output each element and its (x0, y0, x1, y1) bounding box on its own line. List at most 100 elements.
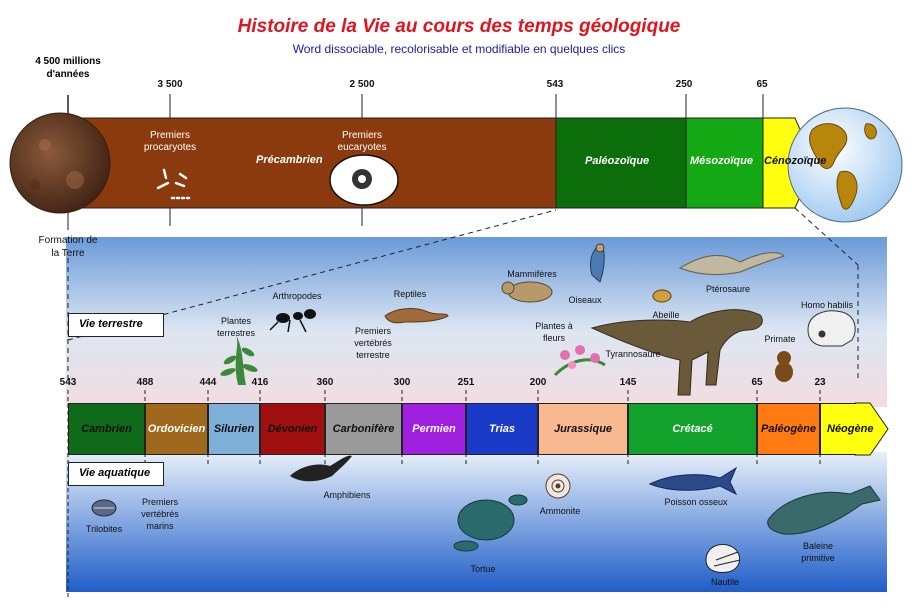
tick-543: 543 (59, 377, 77, 388)
precambrien-bar (67, 117, 557, 209)
tick-251: 251 (457, 377, 475, 388)
amphibian-icon (290, 455, 352, 482)
eucaryotes-line1: Premiers (341, 130, 382, 141)
label-oiseaux: Oiseaux (568, 295, 602, 305)
eucaryotes-line2: eucaryotes (337, 142, 387, 153)
label-tortue: Tortue (470, 564, 496, 574)
early-earth-icon (9, 112, 111, 214)
start-age-line2: d'années (46, 69, 90, 80)
formation-line1: Formation de (38, 235, 98, 246)
period-neogene: Néogène (820, 403, 873, 455)
tick-416: 416 (251, 377, 269, 388)
pterosaur-icon (678, 252, 785, 276)
label-trilobites: Trilobites (85, 524, 123, 534)
label-arthropodes: Arthropodes (272, 291, 322, 301)
era-paleozoique: Paléozoïque (585, 155, 650, 167)
period-cretace: Crétacé (628, 403, 757, 455)
procaryotes-line2: procaryotes (143, 142, 197, 153)
label-pterosaure: Ptérosaure (705, 284, 751, 294)
ammonite-icon (545, 473, 571, 499)
whale-icon (767, 485, 881, 535)
label-baleine: Baleine primitive (790, 540, 846, 564)
procaryotes-icon (156, 168, 194, 200)
mammal-icon (501, 281, 553, 303)
tick-444: 444 (199, 377, 217, 388)
vertebres-marins-line2: vertébrés (141, 509, 179, 519)
tyrannosaurus-icon (590, 309, 763, 396)
vertebres-terrestre-line2: vertébrés (354, 338, 392, 348)
tick-200: 200 (529, 377, 547, 388)
label-plantes-fleurs: Plantes à fleurs (526, 320, 582, 344)
lizard-icon (384, 308, 449, 324)
top-tick-2500: 2 500 (349, 79, 375, 90)
label-vertebres-marins: Premiers vertébrés marins (132, 496, 188, 532)
paleozoique-bar (555, 117, 687, 209)
period-paleogene: Paléogène (757, 403, 820, 455)
primate-icon (775, 351, 793, 382)
skull-icon (807, 310, 856, 347)
period-ordovicien: Ordovicien (145, 403, 208, 455)
era-precambrien: Précambrien (256, 154, 323, 166)
period-cambrien: Cambrien (68, 403, 145, 455)
trilobite-icon (91, 499, 117, 517)
nautilus-icon (705, 544, 741, 573)
vertebres-marins-line3: marins (146, 521, 174, 531)
top-tick-65: 65 (756, 79, 768, 90)
label-nautile: Nautile (710, 577, 739, 587)
formation-line2: la Terre (51, 248, 85, 259)
label-abeille: Abeille (652, 310, 680, 320)
label-amphibiens: Amphibiens (323, 490, 371, 500)
tick-145: 145 (619, 377, 637, 388)
box-vie-aquatique: Vie aquatique (68, 462, 164, 486)
page-subtitle: Word dissociable, recolorisable et modif… (292, 42, 626, 56)
ant-icon (269, 309, 316, 333)
plantes-fleurs-line2: fleurs (542, 333, 565, 343)
start-age-line1: 4 500 millions (35, 56, 101, 67)
tick-23: 23 (814, 377, 826, 388)
label-vertebres-terrestre: Premiers vertébrés terrestre (340, 325, 406, 361)
period-permien: Permien (402, 403, 466, 455)
start-age-label: 4 500 millions d'années (20, 55, 116, 81)
top-tick-3500: 3 500 (157, 79, 183, 90)
plantes-terrestres-line1: Plantes (220, 316, 252, 326)
turtle-icon (453, 494, 528, 552)
fish-icon (648, 466, 738, 496)
box-vie-terrestre: Vie terrestre (68, 313, 164, 337)
label-homo-habilis: Homo habilis (800, 300, 854, 310)
procaryotes-line1: Premiers (149, 130, 190, 141)
era-mesozoique: Mésozoïque (690, 155, 753, 167)
label-tyrannosaure: Tyrannosaure (605, 349, 661, 359)
bee-icon (652, 289, 672, 303)
flowers-icon (553, 345, 606, 377)
plantes-fleurs-line1: Plantes à (535, 321, 573, 331)
bird-icon (589, 243, 605, 283)
label-eucaryotes: Premiers eucaryotes (322, 130, 402, 154)
baleine-line1: Baleine (802, 541, 834, 551)
label-reptiles: Reptiles (393, 289, 427, 299)
period-carbonifere: Carbonifère (325, 403, 402, 455)
period-trias: Trias (466, 403, 538, 455)
label-poisson-osseux: Poisson osseux (664, 497, 728, 507)
tick-488: 488 (136, 377, 154, 388)
label-mammiferes: Mammifères (507, 269, 557, 279)
label-plantes-terrestres: Plantes terrestres (210, 315, 262, 339)
top-tick-543: 543 (546, 79, 564, 90)
label-ammonite: Ammonite (539, 506, 581, 516)
page-title: Histoire de la Vie au cours des temps gé… (237, 16, 681, 37)
tick-360: 360 (316, 377, 334, 388)
label-procaryotes: Premiers procaryotes (130, 130, 210, 154)
mesozoique-bar (685, 117, 764, 209)
fern-icon (220, 335, 258, 385)
label-primate: Primate (764, 334, 796, 344)
period-silurien: Silurien (208, 403, 260, 455)
vertebres-terrestre-line3: terrestre (356, 350, 390, 360)
plantes-terrestres-line2: terrestres (216, 328, 255, 338)
vertebres-marins-line1: Premiers (141, 497, 178, 507)
top-tick-250: 250 (675, 79, 693, 90)
vertebres-terrestre-line1: Premiers (354, 326, 391, 336)
period-jurassique: Jurassique (538, 403, 628, 455)
era-cenozoique: Cénozoïque (764, 155, 827, 167)
period-devonien: Dévonien (260, 403, 325, 455)
baleine-line2: primitive (801, 553, 835, 563)
